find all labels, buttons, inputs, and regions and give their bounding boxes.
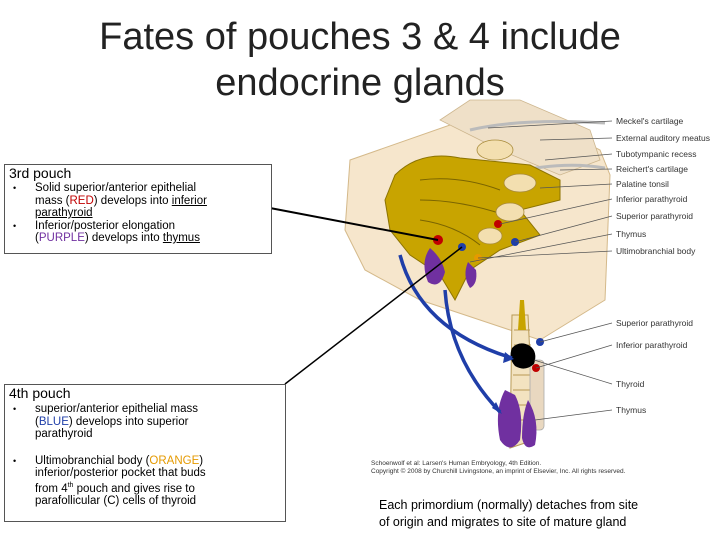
- label-thyroid: Thyroid: [616, 379, 645, 389]
- red-keyword: RED: [69, 194, 94, 207]
- label-superior-parathyroid-lower: Superior parathyroid: [616, 318, 694, 328]
- list-item: • Ultimobranchial body (ORANGE) inferior…: [13, 454, 206, 507]
- slide-title: Fates of pouches 3 & 4 include endocrine…: [40, 14, 680, 106]
- label-thymus-lower: Thymus: [616, 405, 647, 415]
- pouch-3: [495, 202, 525, 222]
- pouch4-heading: 4th pouch: [9, 385, 71, 401]
- pouch4-list: • superior/anterior epithelial mass (BLU…: [13, 403, 206, 507]
- thymus-primordium: [424, 248, 445, 285]
- thymus-lobes: [497, 390, 522, 448]
- pouch-1: [476, 139, 514, 161]
- pouch-4: [477, 227, 503, 245]
- label-thymus-upper: Thymus: [616, 229, 647, 239]
- pouch-2: [503, 173, 537, 193]
- pointer-line-pouch3: [269, 207, 439, 241]
- label-inferior-parathyroid-lower: Inferior parathyroid: [616, 340, 688, 350]
- pointer-line-pouch4: [284, 246, 463, 385]
- pouch3-box: 3rd pouch • Solid superior/anterior epit…: [4, 164, 272, 254]
- pouch3-list: • Solid superior/anterior epithelial mas…: [13, 182, 207, 245]
- label-inferior-parathyroid-upper: Inferior parathyroid: [616, 194, 688, 204]
- migration-arrow-2: [443, 289, 502, 414]
- label-superior-parathyroid-upper: Superior parathyroid: [616, 211, 694, 221]
- orange-keyword: ORANGE: [149, 454, 200, 467]
- list-item: • Inferior/posterior elongation (PURPLE)…: [13, 219, 200, 245]
- pouch3-heading: 3rd pouch: [9, 165, 72, 181]
- pouch4-box: 4th pouch • superior/anterior epithelial…: [4, 384, 286, 522]
- migration-note: Each primordium (normally) detaches from…: [379, 498, 639, 529]
- label-external-auditory-meatus: External auditory meatus: [616, 133, 711, 143]
- list-item: • superior/anterior epithelial mass (BLU…: [13, 403, 198, 440]
- list-item: • Solid superior/anterior epithelial mas…: [13, 182, 207, 219]
- title-line-2: endocrine glands: [215, 62, 505, 104]
- figure-credit: Schoenwolf et al: Larsen's Human Embryol…: [371, 460, 626, 475]
- purple-keyword: PURPLE: [38, 232, 85, 244]
- blue-keyword: BLUE: [38, 415, 69, 428]
- migration-arrow-1: [398, 254, 513, 360]
- label-meckels-cartilage: Meckel's cartilage: [616, 116, 684, 126]
- thyroid: [510, 343, 536, 369]
- label-reicherts-cartilage: Reichert's cartilage: [616, 164, 689, 174]
- label-tubotympanic-recess: Tubotympanic recess: [616, 149, 697, 159]
- title-line-1: Fates of pouches 3 & 4 include: [99, 16, 621, 58]
- label-palatine-tonsil: Palatine tonsil: [616, 179, 669, 189]
- label-ultimobranchial-body: Ultimobranchial body: [616, 246, 696, 256]
